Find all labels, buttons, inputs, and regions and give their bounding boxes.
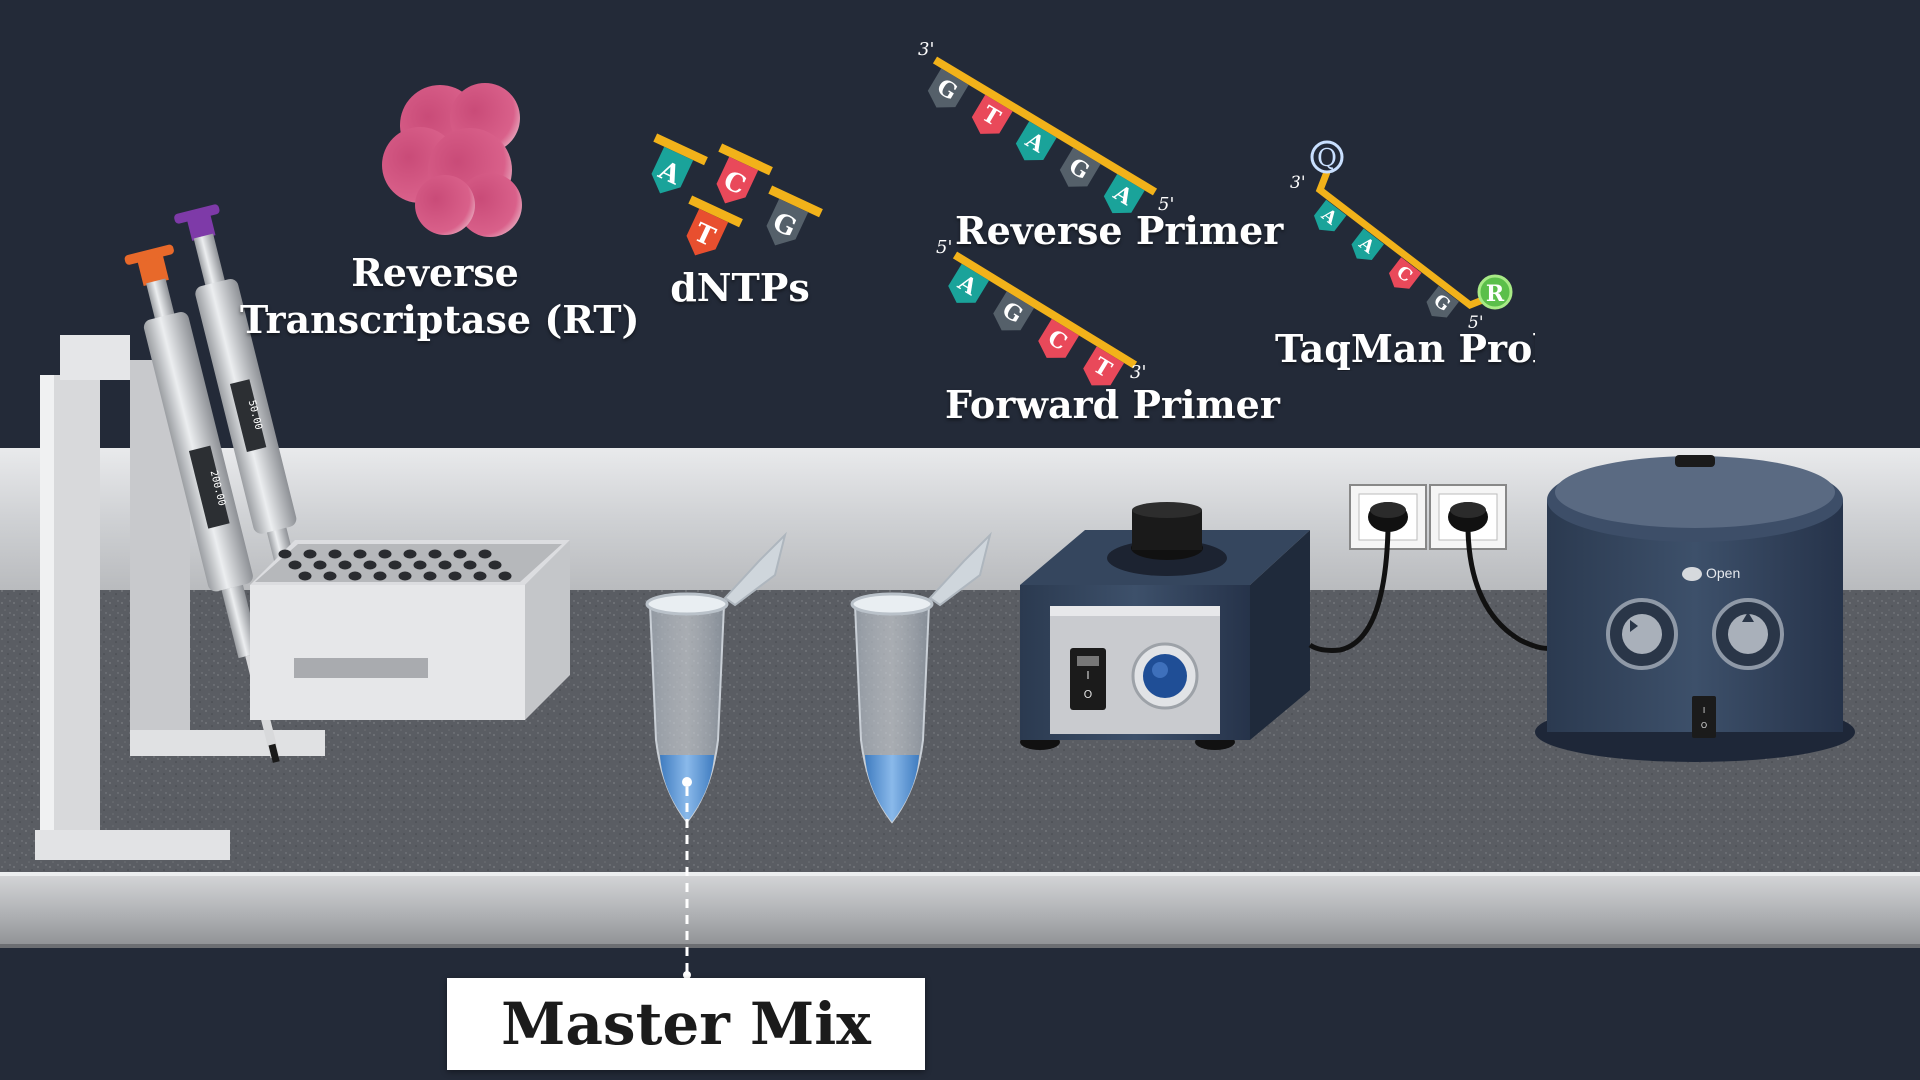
master-mix-tube[interactable] — [645, 531, 787, 824]
centrifuge-cable — [1465, 529, 1551, 651]
rack-well — [363, 560, 377, 570]
reverse-primer-base: G — [927, 68, 969, 108]
reverse-primer-base: G — [1059, 147, 1101, 187]
pipette-stand — [35, 335, 325, 860]
dntp-nucleotides: A C T G — [651, 133, 823, 256]
rack-well — [323, 571, 337, 581]
forward-primer-base: T — [1083, 346, 1125, 386]
sample-tube[interactable] — [850, 531, 992, 824]
svg-text:O: O — [1084, 688, 1093, 701]
reverse-primer-base: T — [971, 94, 1013, 134]
rack-well — [328, 549, 342, 559]
rack-well — [313, 560, 327, 570]
svg-text:R: R — [1486, 281, 1505, 307]
taqman-probe-label: TaqMan Prob — [1275, 326, 1535, 371]
master-mix-label: Master Mix — [501, 990, 871, 1058]
svg-text:Q: Q — [1317, 144, 1337, 172]
centrifuge-knob-right[interactable] — [1712, 598, 1784, 670]
power-socket-left — [1349, 484, 1427, 550]
rack-well — [303, 549, 317, 559]
rack-well — [413, 560, 427, 570]
forward-primer-base: A — [948, 263, 990, 303]
vortex-mixer — [1020, 502, 1310, 750]
quencher-icon — [1310, 140, 1344, 174]
rack-well — [278, 549, 292, 559]
reporter-icon — [1477, 274, 1513, 310]
rack-well — [473, 571, 487, 581]
vortex-cable — [1308, 529, 1391, 653]
rack-well — [448, 571, 462, 581]
forward-primer-label: Forward Primer — [945, 382, 1280, 427]
rack-well — [373, 571, 387, 581]
rack-well — [378, 549, 392, 559]
forward-primer-base: G — [993, 291, 1035, 331]
centrifuge-power-switch[interactable]: I O — [1692, 696, 1716, 738]
tube-rack — [250, 540, 570, 720]
reverse-primer-base: A — [1015, 121, 1057, 161]
rack-well — [353, 549, 367, 559]
rack-well — [463, 560, 477, 570]
rack-well — [348, 571, 362, 581]
reverse-transcriptase-enzyme — [382, 83, 522, 237]
svg-text:5': 5' — [1468, 313, 1484, 333]
rt-label-line1: Reverse — [351, 250, 519, 295]
centrifuge-open-label: Open — [1706, 565, 1741, 581]
taqman-probe-base: A — [1313, 199, 1347, 232]
rack-well — [423, 571, 437, 581]
rack-well — [398, 571, 412, 581]
svg-text:3': 3' — [918, 39, 934, 60]
taqman-probe-base: C — [1388, 257, 1422, 289]
svg-text:O: O — [1701, 721, 1707, 730]
vortex-speed-knob[interactable] — [1131, 642, 1199, 710]
rack-well — [288, 560, 302, 570]
rack-well — [498, 571, 512, 581]
svg-text:3': 3' — [1130, 362, 1146, 383]
rack-well — [453, 549, 467, 559]
svg-text:I: I — [1086, 669, 1089, 682]
rack-well — [438, 560, 452, 570]
dntps-label: dNTPs — [670, 265, 810, 310]
master-mix-callout: Master Mix — [447, 978, 925, 1070]
reverse-primer-base: A — [1103, 173, 1145, 214]
centrifuge-open-button[interactable] — [1682, 567, 1702, 581]
reverse-primer-label: Reverse Primer — [955, 208, 1284, 253]
rack-well — [428, 549, 442, 559]
vortex-power-switch[interactable]: I O — [1070, 648, 1106, 710]
rack-well — [488, 560, 502, 570]
forward-primer-base: C — [1038, 318, 1080, 358]
rack-well — [478, 549, 492, 559]
rack-well — [298, 571, 312, 581]
rack-well — [403, 549, 417, 559]
rack-well — [388, 560, 402, 570]
svg-text:I: I — [1703, 706, 1705, 715]
centrifuge — [1535, 455, 1855, 762]
rack-well — [338, 560, 352, 570]
svg-text:3': 3' — [1290, 173, 1306, 193]
centrifuge-knob-left[interactable] — [1606, 598, 1678, 670]
svg-text:5': 5' — [1158, 194, 1174, 215]
rt-label-line2: Transcriptase (RT) — [240, 297, 640, 342]
bench-edge — [0, 872, 1920, 948]
svg-text:5': 5' — [936, 237, 952, 258]
